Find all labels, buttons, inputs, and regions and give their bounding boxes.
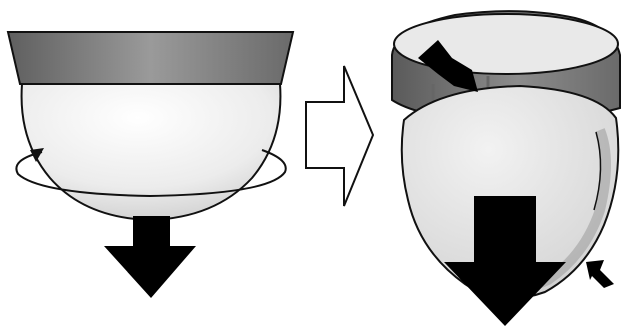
step-1-camera: [6, 31, 295, 298]
pointer-arrow-icon: [586, 260, 614, 288]
rotate-arrow-icon: [15, 148, 287, 198]
right-outline-arrow-icon: [305, 65, 375, 207]
dome-cover-detached: [400, 84, 620, 300]
step-2-camera: [391, 10, 621, 326]
dome-cover: [20, 83, 282, 222]
down-arrow-icon: [444, 196, 566, 326]
dome-rim-edge: [593, 131, 602, 211]
down-arrow-icon: [104, 216, 196, 298]
pointer-arrow-icon: [418, 40, 478, 92]
camera-base: [6, 31, 295, 85]
